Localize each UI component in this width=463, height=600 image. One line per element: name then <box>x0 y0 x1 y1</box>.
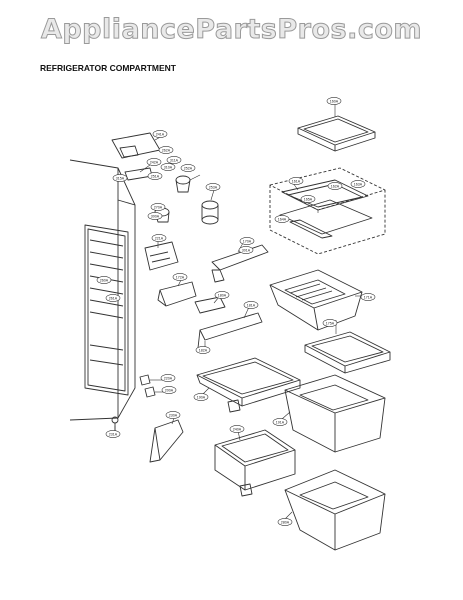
svg-text:182A: 182A <box>199 348 208 352</box>
upper-small-parts <box>111 132 219 225</box>
svg-text:252A: 252A <box>184 166 193 170</box>
part-label-220A: 220A <box>160 374 176 382</box>
part-label-163A: 163A <box>350 180 366 188</box>
svg-text:190A: 190A <box>197 395 206 399</box>
svg-text:251A: 251A <box>151 174 160 178</box>
part-label-262A: 262A <box>158 146 174 154</box>
diagram-title: REFRIGERATOR COMPARTMENT <box>40 63 176 73</box>
glass-shelf-left <box>196 357 301 413</box>
svg-text:160A: 160A <box>330 99 339 103</box>
center-parts <box>144 241 269 353</box>
part-label-301A: 301A <box>238 246 254 254</box>
part-label-253A: 253A <box>205 183 221 191</box>
part-label-251A: 251A <box>147 172 163 180</box>
part-label-161A: 161A <box>288 177 304 185</box>
part-label-252A: 252A <box>180 164 196 172</box>
svg-text:221A: 221A <box>155 236 164 240</box>
svg-text:162A: 162A <box>331 184 340 188</box>
svg-text:161A: 161A <box>292 179 301 183</box>
svg-text:310A: 310A <box>164 165 173 169</box>
shelf-set-dashed <box>269 167 386 255</box>
label-bubbles: 160A 161A 162A 163A 164A 165A 170A 171A 172A 175A… <box>96 97 376 526</box>
part-label-311A: 311A <box>166 156 182 164</box>
part-label-180A: 180A <box>214 291 230 299</box>
crisper-drawer-lower <box>284 469 386 551</box>
part-label-310A: 310A <box>160 163 176 171</box>
svg-text:262A: 262A <box>162 148 171 152</box>
svg-text:311A: 311A <box>170 158 179 162</box>
watermark: AppliancePartsPros.com <box>40 14 423 46</box>
part-label-165A: 165A <box>300 195 316 203</box>
svg-text:180A: 180A <box>218 293 227 297</box>
part-label-242A: 242A <box>146 158 162 166</box>
part-label-260A: 260A <box>96 276 112 284</box>
crisper-cover <box>304 331 391 374</box>
part-label-160A: 160A <box>326 97 342 105</box>
svg-text:241A: 241A <box>156 132 165 136</box>
svg-text:175A: 175A <box>326 321 335 325</box>
part-label-241A: 241A <box>152 130 168 138</box>
svg-text:261A: 261A <box>109 296 118 300</box>
part-label-191A: 191A <box>272 418 288 426</box>
svg-text:164A: 164A <box>278 217 287 221</box>
part-label-300A: 300A <box>147 212 163 220</box>
part-label-230A: 230A <box>165 411 181 419</box>
top-shelf-right <box>297 115 376 152</box>
svg-text:270A: 270A <box>154 205 163 209</box>
svg-text:260A: 260A <box>100 278 109 282</box>
upper-drawer <box>269 269 363 331</box>
part-label-175A: 175A <box>322 319 338 327</box>
part-label-270A: 270A <box>150 203 166 211</box>
part-label-261A: 261A <box>105 294 121 302</box>
svg-text:240A: 240A <box>233 427 242 431</box>
svg-text:300A: 300A <box>151 214 160 218</box>
part-label-280A: 280A <box>277 518 293 526</box>
svg-text:301A: 301A <box>242 248 251 252</box>
svg-text:191A: 191A <box>276 420 285 424</box>
part-label-182A: 182A <box>195 346 211 354</box>
svg-text:280A: 280A <box>281 520 290 524</box>
svg-text:220A: 220A <box>164 376 173 380</box>
part-label-171A: 171A <box>360 293 376 301</box>
cabinet <box>69 159 136 421</box>
part-label-164A: 164A <box>274 215 290 223</box>
svg-text:172A: 172A <box>176 275 185 279</box>
part-label-221A: 221A <box>151 234 167 242</box>
part-label-170A: 170A <box>239 237 255 245</box>
svg-text:165A: 165A <box>304 197 313 201</box>
part-labels <box>104 104 363 520</box>
svg-text:315A: 315A <box>116 176 125 180</box>
part-label-315A: 315A <box>112 174 128 182</box>
svg-text:170A: 170A <box>243 239 252 243</box>
crisper-drawer-upper <box>284 374 386 453</box>
svg-text:242A: 242A <box>150 160 159 164</box>
svg-text:230A: 230A <box>169 413 178 417</box>
part-label-181A: 181A <box>243 301 259 309</box>
small-drawer-frame <box>214 429 296 497</box>
svg-text:200A: 200A <box>165 388 174 392</box>
svg-text:181A: 181A <box>247 303 256 307</box>
part-label-240A: 240A <box>229 425 245 433</box>
part-label-200A: 200A <box>161 386 177 394</box>
svg-text:171A: 171A <box>364 295 373 299</box>
part-label-162A: 162A <box>327 182 343 190</box>
svg-text:231A: 231A <box>109 432 118 436</box>
part-label-172A: 172A <box>172 273 188 281</box>
left-lower-parts <box>111 374 184 463</box>
svg-text:253A: 253A <box>209 185 218 189</box>
part-label-231A: 231A <box>105 430 121 438</box>
part-label-190A: 190A <box>193 393 209 401</box>
svg-text:163A: 163A <box>354 182 363 186</box>
